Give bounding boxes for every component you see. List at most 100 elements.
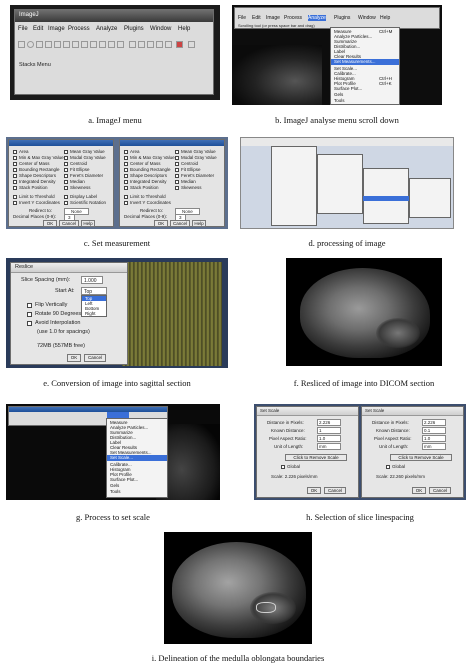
menu-analyze[interactable]: Analyze [96, 26, 118, 32]
unit-input[interactable]: mm [317, 443, 341, 450]
text-tool-icon[interactable] [90, 41, 97, 48]
checkbox[interactable] [13, 201, 17, 205]
menu-plugins[interactable]: Plugins [124, 26, 144, 32]
menu-item-surface-plot[interactable]: Surface Plot... [334, 86, 363, 91]
checkbox[interactable] [124, 174, 128, 178]
cancel-button[interactable]: Cancel [59, 220, 79, 227]
cancel-button[interactable]: Cancel [324, 487, 346, 494]
remove-scale-button[interactable]: Click to Remove Scale [390, 454, 452, 461]
more-tools-icon[interactable] [188, 41, 195, 48]
menu-file[interactable]: File [18, 26, 28, 32]
menu-item-surface-plot[interactable]: Surface Plot... [110, 477, 139, 482]
custom-tool-icon[interactable] [138, 41, 145, 48]
polygon-tool-icon[interactable] [36, 41, 43, 48]
checkbox[interactable] [13, 195, 17, 199]
menu-item-tools[interactable]: Tools [110, 489, 121, 494]
menu-file[interactable]: File [238, 15, 247, 21]
custom-tool-icon[interactable] [129, 41, 136, 48]
checkbox[interactable] [64, 162, 68, 166]
checkbox[interactable] [124, 150, 128, 154]
option-right[interactable]: Right [85, 311, 96, 316]
checkbox[interactable] [13, 180, 17, 184]
checkbox[interactable] [64, 201, 68, 205]
option-bottom[interactable]: Bottom [85, 306, 100, 311]
avoid-checkbox[interactable] [27, 321, 32, 326]
checkbox[interactable] [124, 180, 128, 184]
checkbox[interactable] [175, 156, 179, 160]
menu-item-plot-profile[interactable]: Plot Profile [110, 472, 132, 477]
checkbox[interactable] [175, 162, 179, 166]
checkbox[interactable] [175, 174, 179, 178]
global-checkbox[interactable] [386, 465, 390, 469]
checkbox[interactable] [64, 186, 68, 190]
option-top[interactable]: Top [85, 296, 93, 301]
ok-button[interactable]: OK [412, 487, 426, 494]
rectangle-tool-icon[interactable] [18, 41, 25, 48]
cancel-button[interactable]: Cancel [170, 220, 190, 227]
line-tool-icon[interactable] [54, 41, 61, 48]
menu-image[interactable]: Image [48, 26, 65, 32]
help-button[interactable]: Help [81, 220, 95, 227]
rotate-checkbox[interactable] [27, 312, 32, 317]
menu-item-set-measurements[interactable]: Set Measurements... [110, 450, 152, 455]
menu-window[interactable]: Window [150, 26, 172, 32]
checkbox[interactable] [175, 168, 179, 172]
checkbox[interactable] [13, 186, 17, 190]
distance-input[interactable]: 2.226 [422, 419, 446, 426]
menu-item-set-scale[interactable]: Set Scale... [334, 66, 358, 71]
checkbox[interactable] [124, 156, 128, 160]
menu-edit[interactable]: Edit [252, 15, 261, 21]
spacing-input[interactable]: 1.000 [81, 276, 103, 284]
menu-item-set-scale[interactable]: Set Scale... [110, 455, 134, 460]
checkbox[interactable] [124, 162, 128, 166]
menu-item-tools[interactable]: Tools [334, 98, 345, 103]
aspect-input[interactable]: 1.0 [422, 435, 446, 442]
known-input[interactable]: 1 [317, 427, 341, 434]
menu-item-set-measurements[interactable]: Set Measurements... [334, 59, 376, 64]
menu-item-distribution[interactable]: Distribution... [110, 435, 137, 440]
checkbox[interactable] [124, 186, 128, 190]
custom-tool-icon[interactable] [156, 41, 163, 48]
custom-tool-icon[interactable] [147, 41, 154, 48]
checkbox[interactable] [64, 174, 68, 178]
checkbox[interactable] [13, 168, 17, 172]
menu-analyze[interactable]: Analyze [308, 15, 326, 21]
checkbox[interactable] [13, 174, 17, 178]
checkbox[interactable] [13, 150, 17, 154]
ok-button[interactable]: OK [307, 487, 321, 494]
angle-tool-icon[interactable] [63, 41, 70, 48]
dropper-tool-icon[interactable] [117, 41, 124, 48]
checkbox[interactable] [175, 186, 179, 190]
checkbox[interactable] [175, 150, 179, 154]
menu-item-clear-results[interactable]: Clear Results [110, 445, 138, 450]
flip-checkbox[interactable] [27, 303, 32, 308]
freehand-tool-icon[interactable] [45, 41, 52, 48]
menu-item-distribution[interactable]: Distribution... [334, 44, 361, 49]
menu-image[interactable]: Image [266, 15, 280, 21]
more-tools-icon[interactable] [176, 41, 183, 48]
zoom-tool-icon[interactable] [99, 41, 106, 48]
unit-input[interactable]: mm [422, 443, 446, 450]
menu-item-label[interactable]: Label [110, 440, 122, 445]
checkbox[interactable] [175, 180, 179, 184]
ok-button[interactable]: OK [43, 220, 57, 227]
oval-tool-icon[interactable] [27, 41, 34, 48]
checkbox[interactable] [64, 156, 68, 160]
ok-button[interactable]: OK [154, 220, 168, 227]
wand-tool-icon[interactable] [81, 41, 88, 48]
custom-tool-icon[interactable] [165, 41, 172, 48]
checkbox[interactable] [13, 156, 17, 160]
hand-tool-icon[interactable] [108, 41, 115, 48]
menu-item-measure[interactable]: Measure [110, 420, 128, 425]
menu-item-summarize[interactable]: Summarize [334, 39, 357, 44]
checkbox[interactable] [13, 162, 17, 166]
checkbox[interactable] [64, 150, 68, 154]
cancel-button[interactable]: Cancel [429, 487, 451, 494]
checkbox[interactable] [64, 168, 68, 172]
distance-input[interactable]: 2.226 [317, 419, 341, 426]
global-checkbox[interactable] [281, 465, 285, 469]
aspect-input[interactable]: 1.0 [317, 435, 341, 442]
checkbox[interactable] [124, 168, 128, 172]
menu-item-calibrate[interactable]: Calibrate... [334, 71, 356, 76]
menu-help[interactable]: Help [178, 26, 191, 32]
